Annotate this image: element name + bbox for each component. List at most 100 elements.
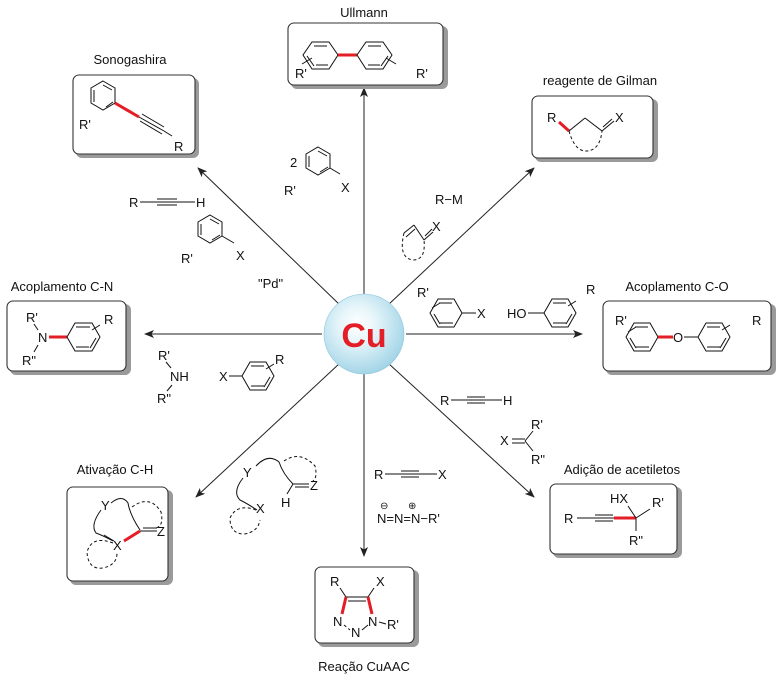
ch-new-bond [123, 529, 141, 543]
cuaac-box [314, 566, 415, 644]
gilman-x: X [615, 110, 624, 125]
cuaac-new-bond-1 [340, 596, 348, 615]
gilman-box [531, 95, 654, 159]
co-reagent-r1: R' [417, 285, 429, 300]
copper-sphere [323, 293, 405, 375]
cn-r1: R' [26, 310, 38, 325]
sonogashira-r2: R [174, 139, 183, 154]
cn-reagent-r1: R' [158, 348, 170, 363]
cuaac-reagent-azide: N=N=N−R' [377, 511, 440, 526]
sonogashira-reagent-h: H [196, 195, 205, 210]
copper-label: Cu [341, 317, 386, 355]
cn-r2: R" [22, 353, 36, 368]
cn-n: N [38, 330, 47, 345]
arrow-gilman [387, 167, 535, 306]
ch-z: Z [157, 524, 165, 539]
reaction-arrows [144, 87, 583, 557]
sonogashira-reagent-r: R [129, 195, 138, 210]
acetylide-reagent-r1: R' [531, 417, 543, 432]
ullmann-title: Ullmann [340, 5, 388, 20]
acetylide-reagent-x: X [500, 433, 509, 448]
gilman-reagents: R−M X [401, 192, 463, 261]
acetylide-r2: R" [629, 533, 643, 548]
co-reagent-x: X [477, 306, 486, 321]
ullmann-product: Ullmann R' R' [287, 5, 448, 89]
ullmann-reagent-r: R' [284, 183, 296, 198]
acetylide-r1: R' [652, 495, 664, 510]
co-o: O [673, 330, 683, 345]
cuaac-reagent-plus-charge: ⊕ [408, 501, 416, 512]
cuaac-reagent-x: X [438, 467, 447, 482]
sonogashira-reagent-x: X [236, 248, 245, 263]
ch-reagent-x: X [256, 501, 265, 516]
cn-reagent-x: X [219, 369, 228, 384]
acetylide-hx: HX [610, 491, 628, 506]
sonogashira-new-bond [114, 101, 140, 119]
gilman-reagent-rm: R−M [435, 192, 463, 207]
co-reagents: R' X HO R [417, 282, 595, 328]
ch-title: Ativação C-H [77, 462, 154, 477]
ch-reagent-z: Z [310, 478, 318, 493]
ch-y: Y [101, 498, 110, 513]
sonogashira-r1: R' [79, 117, 91, 132]
cuaac-n3: N [368, 614, 377, 629]
co-product: Acoplamento C-O R' O R [602, 279, 776, 375]
cuaac-n2: N [351, 625, 360, 640]
cn-title: Acoplamento C-N [11, 279, 114, 294]
acetylide-product: Adição de acetiletos R HX R' R" [549, 462, 682, 558]
cn-reagent-r: R [275, 352, 284, 367]
gilman-title: reagente de Gilman [543, 73, 657, 88]
gilman-reagent-x: X [432, 219, 441, 234]
ch-x: X [113, 538, 122, 553]
cuaac-reagents: R X ⊖ ⊕ N=N=N−R' [374, 467, 447, 526]
co-r1: R' [615, 313, 627, 328]
gilman-new-bond [557, 120, 571, 133]
cn-reagents: R' NH R" X R [157, 348, 284, 406]
arrow-sonogashira [197, 167, 341, 306]
acetylide-reagents: R H X R' R" [440, 393, 545, 467]
arrow-acetylide [387, 362, 535, 498]
cuaac-r: R [330, 574, 339, 589]
co-reagent-ho: HO [507, 306, 527, 321]
sonogashira-title: Sonogashira [94, 52, 168, 67]
cn-r: R [104, 312, 113, 327]
sonogashira-product: Sonogashira R' R [72, 52, 199, 158]
arrow-ch [195, 362, 341, 498]
acetylide-box [549, 483, 678, 555]
ch-box [66, 486, 169, 582]
cuaac-n1: N [333, 614, 342, 629]
cuaac-title: Reação CuAAC [318, 659, 410, 674]
copper-center: Cu [323, 293, 405, 375]
ch-reagent-h: H [281, 495, 290, 510]
acetylide-reagent-h: H [503, 393, 512, 408]
acetylide-r: R [564, 511, 573, 526]
sonogashira-catalyst: "Pd" [258, 276, 284, 291]
cuaac-reagent-minus-charge: ⊖ [380, 501, 388, 512]
acetylide-title: Adição de acetiletos [564, 462, 681, 477]
ullmann-reagent-coef: 2 [290, 155, 297, 170]
gilman-product: reagente de Gilman R X [531, 73, 658, 162]
ullmann-r1: R' [295, 66, 307, 81]
cn-reagent-nh: NH [170, 369, 189, 384]
cuaac-new-bond-2 [366, 596, 374, 615]
ch-reagent-y: Y [243, 465, 252, 480]
cn-product: Acoplamento C-N R' N R" R [6, 279, 131, 375]
co-reagent-r: R [586, 282, 595, 297]
cuaac-r1: R' [387, 617, 399, 632]
cn-reagent-r2: R" [157, 391, 171, 406]
acetylide-reagent-r: R [440, 393, 449, 408]
co-title: Acoplamento C-O [625, 279, 728, 294]
cuaac-x: X [376, 574, 385, 589]
sonogashira-reagent-r1: R' [181, 251, 193, 266]
acetylide-reagent-r2: R" [531, 452, 545, 467]
co-box [602, 300, 772, 372]
gilman-r: R [547, 110, 556, 125]
sonogashira-reagents: R H R' X "Pd" [129, 195, 284, 291]
cuaac-reagent-r: R [374, 467, 383, 482]
cuaac-product: R X N N N R' Reação CuAAC [314, 566, 419, 674]
ullmann-r2: R' [416, 66, 428, 81]
co-r: R [752, 313, 761, 328]
ullmann-reagent: 2 R' X [284, 146, 350, 198]
ch-reagent: Y X Z H [229, 456, 318, 535]
